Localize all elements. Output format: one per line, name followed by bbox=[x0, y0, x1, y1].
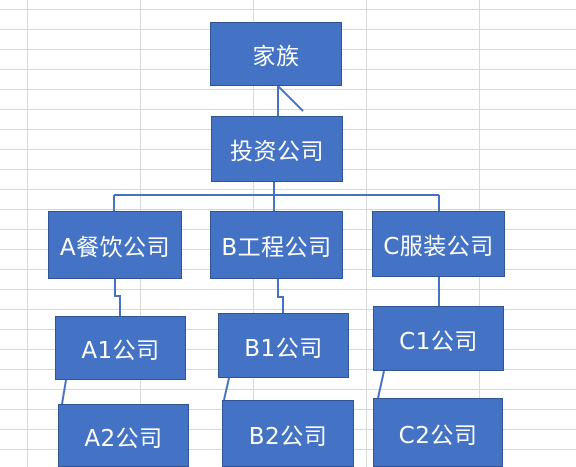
node-c2-company[interactable]: C2公司 bbox=[373, 398, 503, 467]
node-c-clothing-company[interactable]: C服装公司 bbox=[372, 211, 505, 277]
node-a-catering-company[interactable]: A餐饮公司 bbox=[48, 211, 182, 279]
node-c1-company[interactable]: C1公司 bbox=[373, 306, 504, 371]
node-b-engineering-company[interactable]: B工程公司 bbox=[210, 211, 343, 279]
connector-c1-c2 bbox=[377, 370, 385, 399]
connector-a-a1 bbox=[114, 279, 121, 316]
node-a2-company[interactable]: A2公司 bbox=[58, 404, 189, 467]
connector-a1-a2 bbox=[61, 379, 67, 405]
node-b2-company[interactable]: B2公司 bbox=[222, 400, 354, 467]
node-b1-company[interactable]: B1公司 bbox=[218, 313, 349, 378]
connector-b-b1 bbox=[277, 279, 284, 313]
connector-b1-b2 bbox=[223, 377, 230, 401]
connector-root-investment bbox=[277, 83, 304, 116]
connector-investment-subsidiaries bbox=[113, 182, 440, 211]
node-a1-company[interactable]: A1公司 bbox=[55, 316, 186, 380]
node-family[interactable]: 家族 bbox=[210, 22, 342, 86]
node-investment-company[interactable]: 投资公司 bbox=[211, 116, 343, 182]
